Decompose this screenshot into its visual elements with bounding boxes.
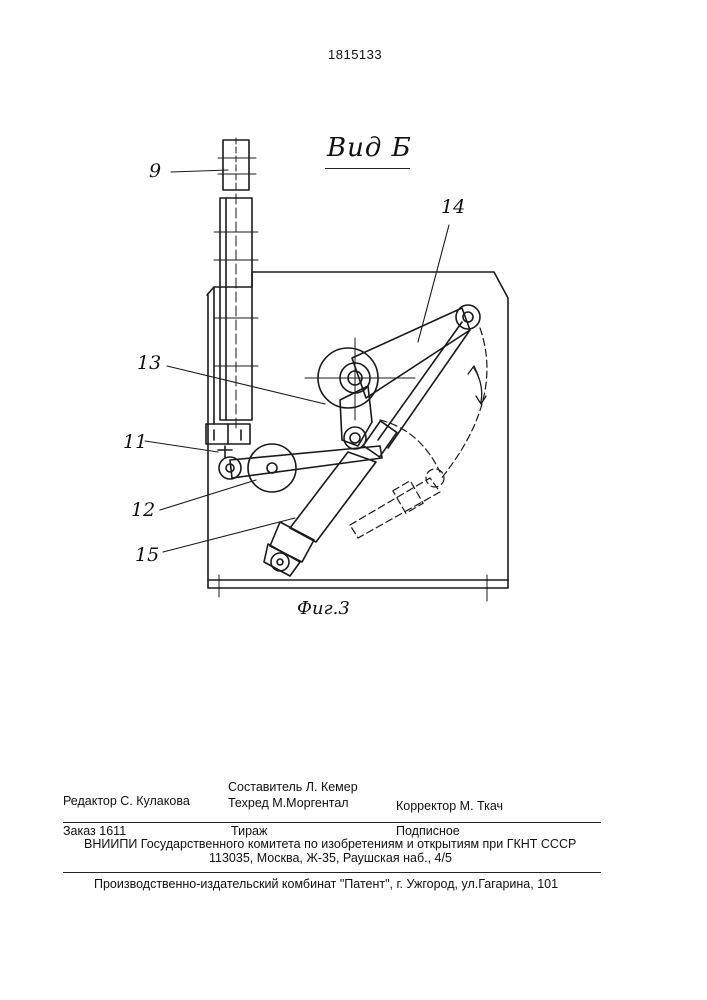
circulation-label: Тираж [231,824,267,838]
techred-credit: Техред М.Моргентал [228,796,349,810]
arm-12 [218,444,382,492]
callout-12: 12 [131,499,155,521]
leader-lines [145,170,449,552]
lever-14 [305,305,480,420]
divider-top [63,822,601,823]
institute-line: ВНИИПИ Государственного комитета по изоб… [84,837,576,851]
cylinder-15 [264,452,376,576]
callout-15: 15 [135,544,159,566]
callout-9: 9 [149,160,161,182]
divider-bottom [63,872,601,873]
editor-credit: Редактор С. Кулакова [63,794,190,808]
corrector-credit: Корректор М. Ткач [396,799,503,813]
callout-14: 14 [441,196,465,218]
phantom-position [350,328,487,538]
address-line: 113035, Москва, Ж-35, Раушская наб., 4/5 [209,851,452,865]
subscription-label: Подписное [396,824,460,838]
publisher-line: Производственно-издательский комбинат "П… [94,877,558,891]
callout-11: 11 [123,431,147,453]
figure-caption: Фиг.3 [297,598,350,619]
order-number: Заказ 1611 [63,824,126,838]
compiler-credit: Составитель Л. Кемер [228,780,358,794]
callout-13: 13 [137,352,161,374]
